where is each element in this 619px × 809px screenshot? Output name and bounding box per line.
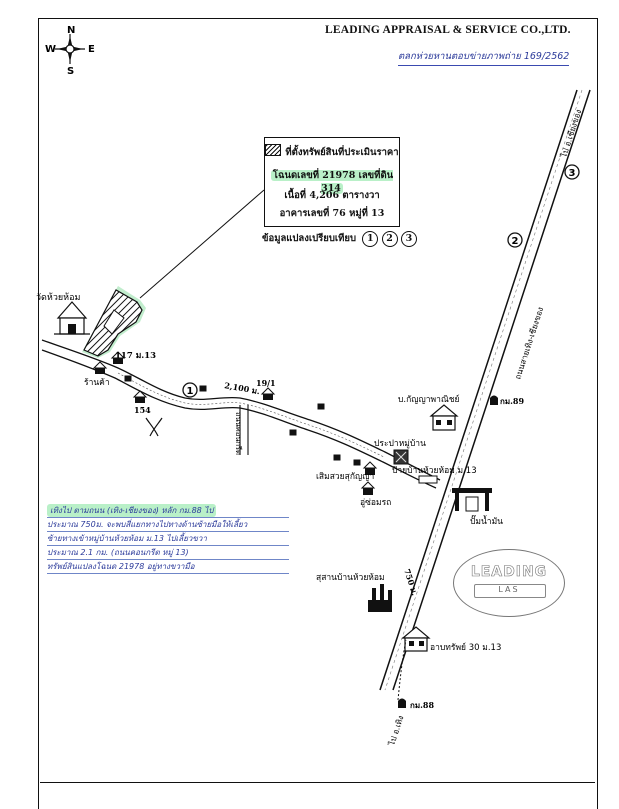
comparable-chip-3: 3: [400, 231, 417, 247]
svg-text:1: 1: [187, 386, 194, 397]
svg-text:3: 3: [569, 168, 576, 179]
label-temple: วัดห้วยห้อม: [36, 292, 80, 303]
km89-post-icon: [490, 395, 498, 405]
bus-stop-icon: [418, 475, 438, 484]
company-shop-icon: [429, 404, 459, 431]
map-frame: [38, 18, 598, 809]
comparable-marker-2: 2: [507, 232, 523, 248]
compass-rose: N S W E: [45, 25, 95, 77]
label-house-19-1: 19/1: [256, 378, 276, 388]
route-dashes: [397, 639, 407, 701]
house-icon-117: [110, 351, 126, 364]
compass-n: N: [67, 25, 75, 36]
house-icon-19-1: [260, 387, 276, 400]
handwritten-reference: ตลกห่วยหานตอบข่ายภาพถ่าย 169/2562: [398, 49, 570, 66]
repair-shop-icon: [360, 481, 376, 495]
note-line-5: ทรัพย์สินแปลงโฉนด 21978 อยู่ทางขวามือ: [47, 560, 289, 574]
label-repair: อู่ซ่อมรถ: [360, 498, 391, 508]
label-highway-name: ถนนสายเทิง-เชียงของ: [513, 306, 545, 381]
label-concrete-road: ถนนคอนกรีต: [234, 412, 243, 455]
subject-property-parcel: [82, 286, 146, 358]
comparable-chip-2: 2: [381, 231, 398, 247]
label-distance-750: 750 ม.: [402, 568, 420, 597]
waterworks-icon: [393, 449, 409, 465]
temple-icon: [54, 301, 90, 335]
svg-text:2: 2: [512, 236, 519, 247]
legend-title: ที่ตั้งทรัพย์สินที่ประเมินราคา: [285, 147, 399, 158]
legend-pointer: [139, 189, 265, 299]
label-house-30: อาบทรัพย์ 30 ม.13: [430, 642, 501, 653]
note-line-1: เทิงไป ตามถนน (เทิง-เชียงของ) หลัก กม.88…: [47, 504, 289, 518]
label-company-shop: บ.กัญญาพาณิชย์: [398, 394, 460, 405]
legend-box: ที่ตั้งทรัพย์สินที่ประเมินราคา โฉนดเลขที…: [264, 137, 400, 227]
label-highway-bottom: ไป อ.เทิง: [387, 714, 405, 747]
small-crossroad: [145, 417, 163, 437]
label-house-154: 154: [134, 405, 151, 415]
legend-deed-row: โฉนดเลขที่ 21978 เลขที่ดิน 314: [265, 168, 399, 194]
label-bus-stop: ป้ายบ้านห้วยห้อม ม.13: [392, 465, 477, 476]
company-stamp: LEADING LAS: [453, 549, 565, 617]
legend-building: อาคารเลขที่ 76 หมู่ที่ 13: [279, 208, 385, 219]
gas-station-icon: [452, 488, 492, 512]
label-roadside-shop: เสิมสวยสุกัญญา: [316, 472, 374, 482]
note-line-2: ประมาณ 750ม. จะพบสี่แยกทางไปทางด้านซ้ายม…: [47, 518, 289, 532]
label-house-117: 117 ม.13: [115, 351, 156, 361]
concrete-side-road: [239, 405, 249, 455]
house-30-icon: [401, 626, 431, 652]
house-icon-154: [132, 390, 148, 403]
cemetery-icon: [368, 584, 392, 612]
note-line-3: ซ้ายทางเข้าหมู่บ้านห้วยห้อม ม.13 ไปเลี้ย…: [47, 532, 289, 546]
compass-s: S: [67, 66, 74, 77]
stamp-bar: [474, 584, 546, 598]
compass-w: W: [45, 44, 56, 55]
house-icons-roadside: [124, 375, 361, 466]
comparables-label: ข้อมูลแปลงเปรียบเทียบ: [262, 233, 356, 244]
stamp-brand: LEADING: [470, 564, 548, 581]
comparable-chip-1: 1: [362, 231, 379, 247]
legend-area: เนื้อที่ 4,206 ตารางวา: [284, 190, 380, 201]
label-km89: กม.89: [500, 396, 524, 406]
legend-title-row: ที่ตั้งทรัพย์สินที่ประเมินราคา: [265, 144, 399, 160]
bottom-legend-strip: [40, 782, 595, 801]
comparables-row: ข้อมูลแปลงเปรียบเทียบ 1 2 3: [262, 231, 417, 247]
hatch-swatch-icon: [265, 144, 282, 156]
stamp-sub: LAS: [498, 585, 520, 594]
comparable-marker-1: 1: [182, 382, 198, 398]
label-shop: ร้านค้า: [84, 377, 110, 388]
km88-post-icon: [398, 698, 406, 708]
compass-e: E: [88, 44, 95, 55]
label-cemetery: สุสานบ้านห้วยห้อม: [316, 572, 385, 583]
house-icon-shop: [92, 361, 108, 374]
note-line-4: ประมาณ 2.1 กม. (ถนนคอนกรีต หมู่ 13): [47, 546, 289, 560]
company-name: LEADING APPRAISAL & SERVICE CO.,LTD.: [325, 24, 571, 36]
roadside-shop-icon: [362, 461, 378, 475]
main-highway: [379, 89, 591, 691]
label-km88: กม.88: [410, 700, 434, 710]
direction-notes: เทิงไป ตามถนน (เทิง-เชียงของ) หลัก กม.88…: [47, 504, 289, 590]
label-waterworks: ประปาหมู่บ้าน: [374, 438, 426, 449]
comparable-marker-3: 3: [564, 164, 580, 180]
label-gas-station: ปั๊มน้ำมัน: [470, 514, 503, 527]
